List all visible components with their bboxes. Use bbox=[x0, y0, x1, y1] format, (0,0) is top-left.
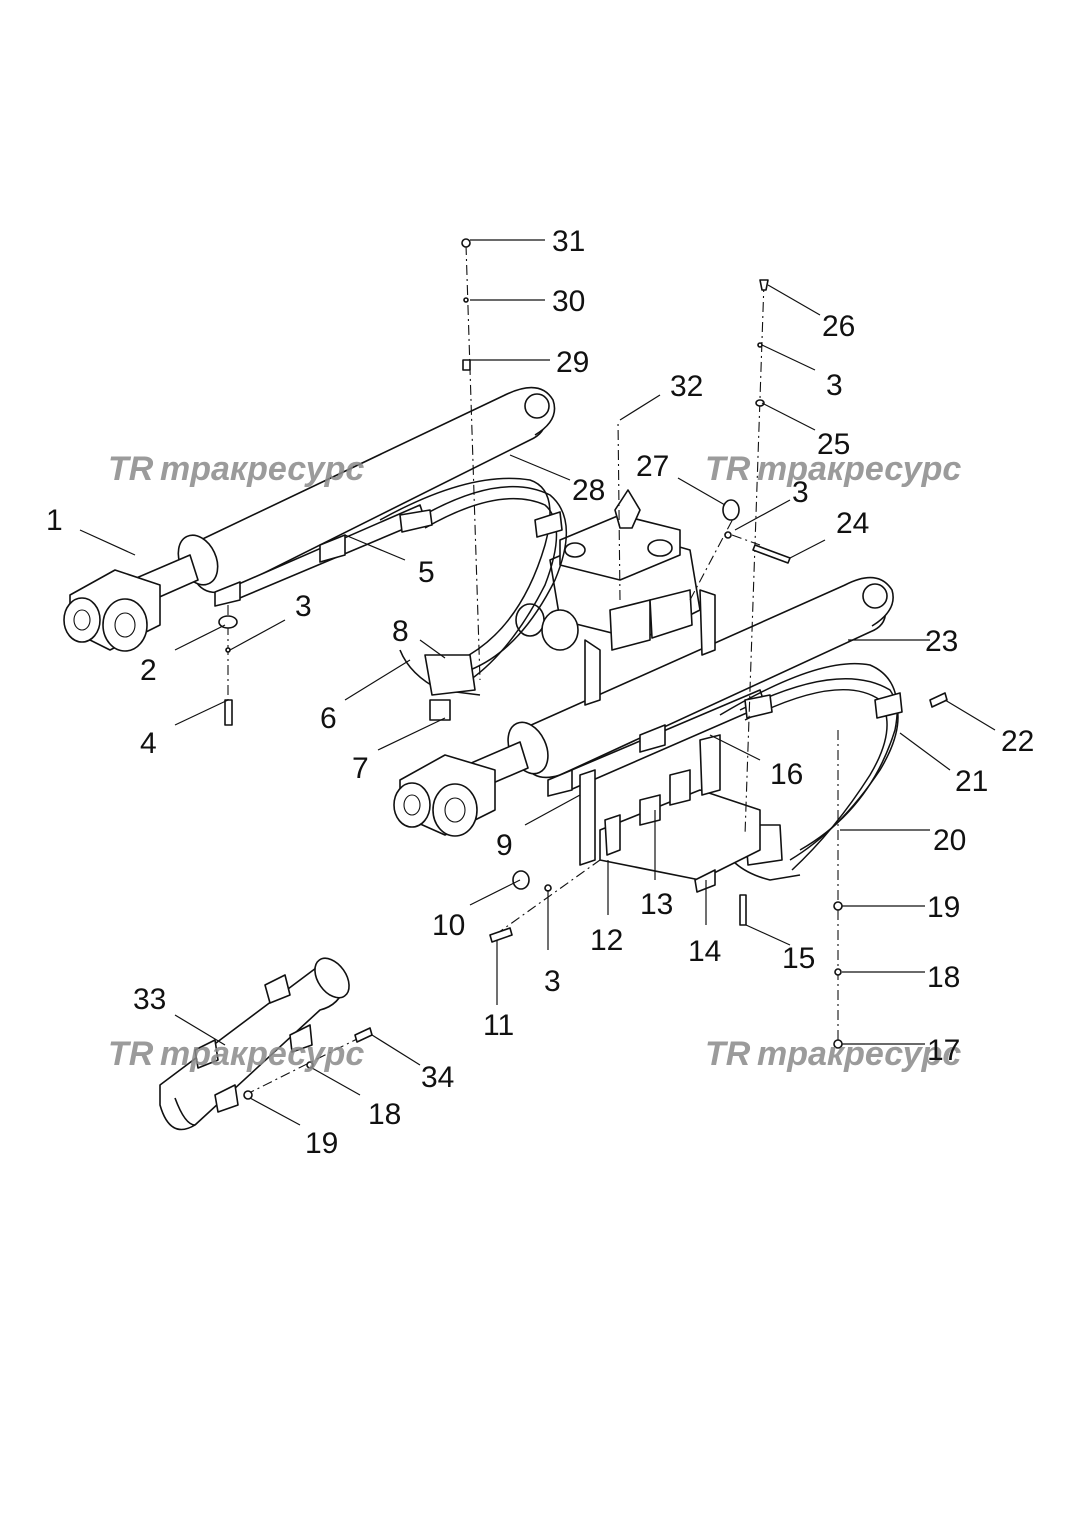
callout-27: 27 bbox=[636, 450, 669, 483]
callout-16: 16 bbox=[770, 758, 803, 791]
callout-9: 9 bbox=[496, 829, 513, 862]
callout-19: 19 bbox=[927, 891, 960, 924]
callout-6: 6 bbox=[320, 702, 337, 735]
callout-12: 12 bbox=[590, 924, 623, 957]
watermark-top-left: TR тракресурс bbox=[108, 450, 364, 488]
watermark-logo: TR bbox=[108, 1035, 154, 1073]
callout-5: 5 bbox=[418, 556, 435, 589]
callout-8: 8 bbox=[392, 615, 409, 648]
callout-33: 33 bbox=[133, 983, 166, 1016]
watermark-text: тракресурс bbox=[757, 1035, 961, 1073]
callout-17: 17 bbox=[927, 1034, 960, 1067]
callout-30: 30 bbox=[552, 285, 585, 318]
callout-14: 14 bbox=[688, 935, 721, 968]
callout-3: 3 bbox=[792, 476, 809, 509]
callout-34: 34 bbox=[421, 1061, 454, 1094]
callout-18: 18 bbox=[927, 961, 960, 994]
watermark-bottom-left: TR тракресурс bbox=[108, 1035, 364, 1073]
callout-15: 15 bbox=[782, 942, 815, 975]
leader-lines bbox=[79, 239, 996, 1126]
callout-2: 2 bbox=[140, 654, 157, 687]
callout-22: 22 bbox=[1001, 725, 1034, 758]
callout-23: 23 bbox=[925, 625, 958, 658]
callout-28: 28 bbox=[572, 474, 605, 507]
callout-1: 1 bbox=[46, 504, 63, 537]
callout-26: 26 bbox=[822, 310, 855, 343]
watermark-bottom-right: TR тракресурс bbox=[705, 1035, 961, 1073]
callout-18: 18 bbox=[368, 1098, 401, 1131]
callout-7: 7 bbox=[352, 752, 369, 785]
callout-19: 19 bbox=[305, 1127, 338, 1160]
callout-25: 25 bbox=[817, 428, 850, 461]
callout-10: 10 bbox=[432, 909, 465, 942]
assembly-axes bbox=[218, 238, 948, 1100]
callout-31: 31 bbox=[552, 225, 585, 258]
lower-hydraulic-cylinder bbox=[393, 576, 894, 837]
callout-29: 29 bbox=[556, 346, 589, 379]
guard-tube bbox=[159, 957, 350, 1131]
watermark-top-right: TR тракресурс bbox=[705, 450, 961, 488]
callout-4: 4 bbox=[140, 727, 157, 760]
callout-20: 20 bbox=[933, 824, 966, 857]
callout-3: 3 bbox=[544, 965, 561, 998]
watermark-text: тракресурс bbox=[757, 450, 961, 488]
callout-labels: 31 30 29 26 3 25 32 27 3 24 28 5 1 3 8 2… bbox=[46, 225, 1034, 1160]
watermark-logo: TR bbox=[705, 450, 751, 488]
manifold-pipes bbox=[579, 734, 761, 893]
callout-11: 11 bbox=[483, 1009, 514, 1042]
control-valve-block bbox=[515, 489, 716, 706]
watermark-logo: TR bbox=[705, 1035, 751, 1073]
callout-21: 21 bbox=[955, 765, 988, 798]
callout-32: 32 bbox=[670, 370, 703, 403]
callout-24: 24 bbox=[836, 507, 869, 540]
callout-13: 13 bbox=[640, 888, 673, 921]
watermark-logo: TR bbox=[108, 450, 154, 488]
watermark-text: тракресурс bbox=[160, 450, 364, 488]
assembly-drawing bbox=[63, 238, 948, 1131]
upper-hose-loop bbox=[379, 477, 567, 721]
watermark-text: тракресурс bbox=[160, 1035, 364, 1073]
callout-3: 3 bbox=[295, 590, 312, 623]
upper-hydraulic-cylinder bbox=[63, 386, 556, 652]
callout-3: 3 bbox=[826, 369, 843, 402]
